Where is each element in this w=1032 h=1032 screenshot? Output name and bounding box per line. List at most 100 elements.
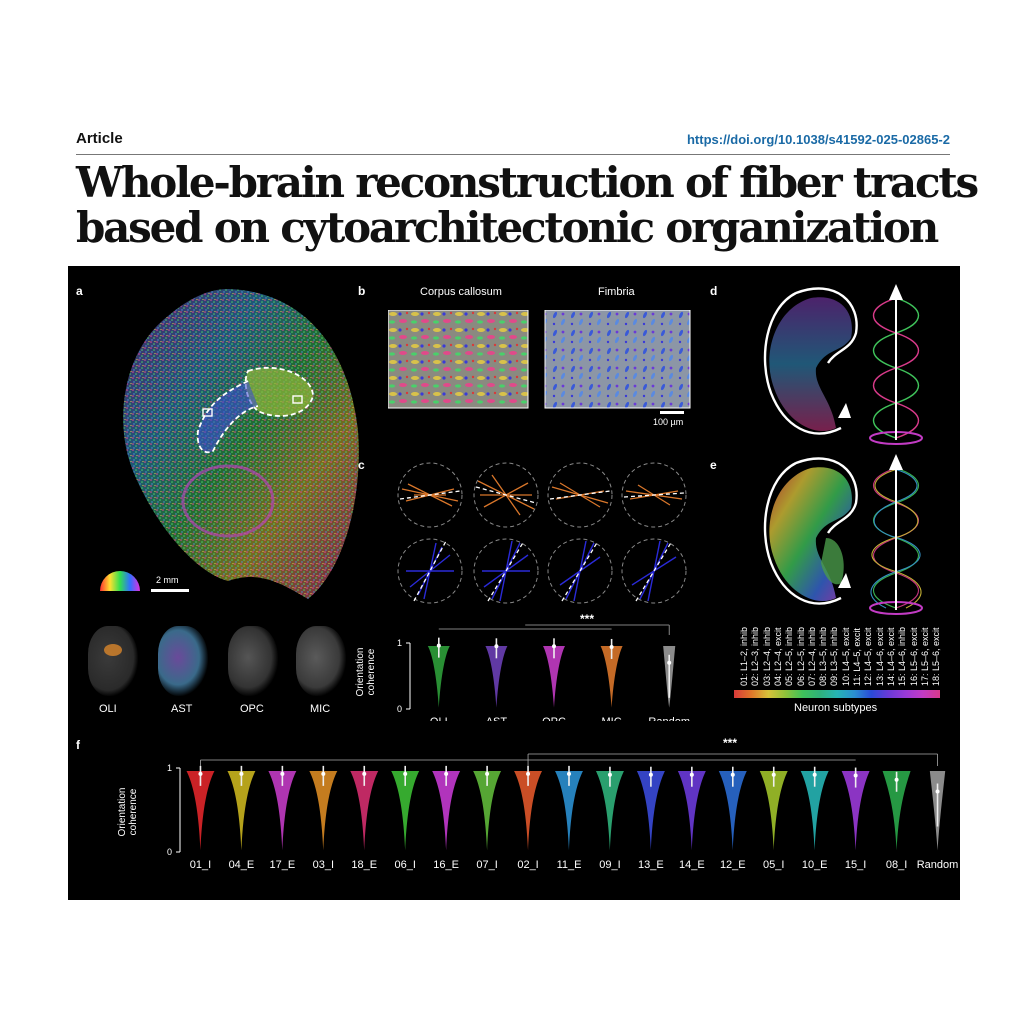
panel-c-letter: c	[358, 458, 365, 472]
violin-MIC	[600, 646, 623, 708]
panel-c-violin-chart: 1 0OLI AST OPC MIC Random	[397, 624, 690, 721]
x-tick-label-AST: AST	[486, 716, 508, 721]
x-tick-label-17_E: 17_E	[270, 859, 296, 871]
panel-e-illustration	[763, 454, 923, 615]
violin-median-Random	[935, 789, 940, 794]
subtype-label: 09: L3–5, inhib	[829, 626, 840, 686]
violin-18_E	[350, 771, 379, 851]
x-tick-label-OPC: OPC	[542, 716, 566, 721]
violin-16_E	[432, 771, 461, 851]
color-wheel-icon	[100, 571, 140, 591]
article-title: Whole-brain reconstruction of fiber trac…	[76, 158, 979, 250]
violin-OLI	[427, 646, 450, 708]
subtype-label: 03: L2–4, inhib	[761, 626, 772, 686]
violin-median-13_E	[648, 772, 653, 777]
x-tick-label-OLI: OLI	[430, 716, 448, 721]
x-tick-label-07_I: 07_I	[476, 859, 497, 871]
violin-05_I	[759, 771, 788, 851]
panel-a-brain-image	[123, 289, 359, 599]
subtype-label: 13: L4–6, excit	[874, 627, 885, 686]
thumb-label-mic: MIC	[310, 703, 331, 715]
violin-median-15_I	[853, 773, 858, 778]
header-rule	[76, 154, 950, 155]
x-tick-label-05_I: 05_I	[763, 859, 784, 871]
subtype-label: 17: L5–6, excit	[919, 627, 930, 686]
y-tick-label: 0	[397, 704, 402, 714]
violin-17_E	[268, 771, 297, 851]
violin-01_I	[186, 771, 215, 851]
x-tick-label-01_I: 01_I	[190, 859, 211, 871]
scale-bar-b-line	[660, 411, 684, 414]
subtype-label: 02: L2–3, inhib	[750, 626, 761, 686]
x-tick-label-12_E: 12_E	[720, 859, 746, 871]
x-tick-label-10_E: 10_E	[802, 859, 828, 871]
violin-median-01_I	[198, 771, 203, 776]
scale-bar-b-label: 100 µm	[653, 417, 684, 427]
figure-panel: a	[68, 266, 960, 900]
violin-02_I	[514, 771, 543, 851]
violin-median-03_I	[321, 771, 326, 776]
panel-e-letter: e	[710, 458, 717, 472]
panel-b-letter: b	[358, 284, 366, 298]
panel-c-ylabel-line1: Orientation	[355, 647, 366, 697]
x-tick-label-11_E: 11_E	[557, 859, 582, 871]
x-tick-label-04_E: 04_E	[229, 859, 255, 871]
violin-median-06_I	[403, 771, 408, 776]
scale-bar-a-line	[151, 589, 189, 592]
panel-c-significance: ***	[580, 612, 595, 626]
panel-f-significance: ***	[723, 736, 738, 750]
violin-OPC	[543, 646, 565, 708]
thumb-oli-highlight	[104, 644, 122, 656]
panel-d-letter: d	[710, 284, 718, 298]
x-tick-label-02_I: 02_I	[517, 859, 538, 871]
x-tick-label-18_E: 18_E	[351, 859, 377, 871]
violin-median-OPC	[552, 644, 556, 649]
thumb-label-ast: AST	[171, 703, 193, 715]
x-tick-label-15_I: 15_I	[845, 859, 866, 871]
violin-03_I	[309, 771, 338, 851]
panel-b-title-fimbria: Fimbria	[598, 286, 635, 298]
violin-median-11_E	[567, 771, 571, 776]
panel-f-letter: f	[76, 738, 80, 752]
doi-link[interactable]: https://doi.org/10.1038/s41592-025-02865…	[686, 132, 950, 147]
subtype-label: 16: L5–6, excit	[908, 627, 919, 686]
y-tick-label: 0	[167, 847, 172, 857]
x-tick-label-Random: Random	[648, 716, 690, 721]
subtype-label: 06: L2–5, inhib	[795, 626, 806, 686]
x-tick-label-06_I: 06_I	[394, 859, 415, 871]
x-tick-label-03_I: 03_I	[313, 859, 334, 871]
violin-04_E	[227, 771, 256, 851]
title-line-1: Whole-brain reconstruction of fiber trac…	[76, 158, 979, 207]
panel-f-ylabel-line1: Orientation	[117, 787, 128, 837]
panel-d-illustration	[763, 284, 923, 445]
violin-13_E	[636, 771, 665, 851]
x-tick-label-Random: Random	[917, 859, 958, 871]
thumb-oli	[88, 626, 138, 696]
x-tick-label-MIC: MIC	[602, 716, 622, 721]
violin-median-07_I	[485, 771, 490, 776]
violin-10_E	[800, 771, 829, 851]
violin-06_I	[391, 771, 420, 851]
violin-median-12_E	[730, 772, 735, 777]
violin-14_E	[677, 771, 706, 851]
violin-median-18_E	[362, 771, 367, 776]
thumb-ast	[158, 626, 208, 696]
violin-median-MIC	[609, 644, 614, 649]
thumb-label-oli: OLI	[99, 703, 117, 715]
violin-07_I	[473, 771, 502, 851]
violin-12_E	[718, 771, 747, 851]
subtype-label: 04: L2–4, excit	[772, 627, 783, 686]
violin-median-08_I	[894, 777, 899, 782]
violin-median-17_E	[280, 771, 285, 776]
violin-AST	[485, 646, 508, 708]
subtype-label: 10: L4–5, excit	[840, 627, 851, 686]
y-tick-label: 1	[397, 638, 402, 648]
violin-median-AST	[494, 644, 499, 649]
x-tick-label-09_I: 09_I	[599, 859, 620, 871]
y-tick-label: 1	[167, 763, 172, 773]
violin-median-05_I	[771, 772, 776, 777]
colorbar-label: Neuron subtypes	[794, 702, 878, 714]
x-tick-label-14_E: 14_E	[679, 859, 705, 871]
thumb-mic	[296, 626, 346, 696]
